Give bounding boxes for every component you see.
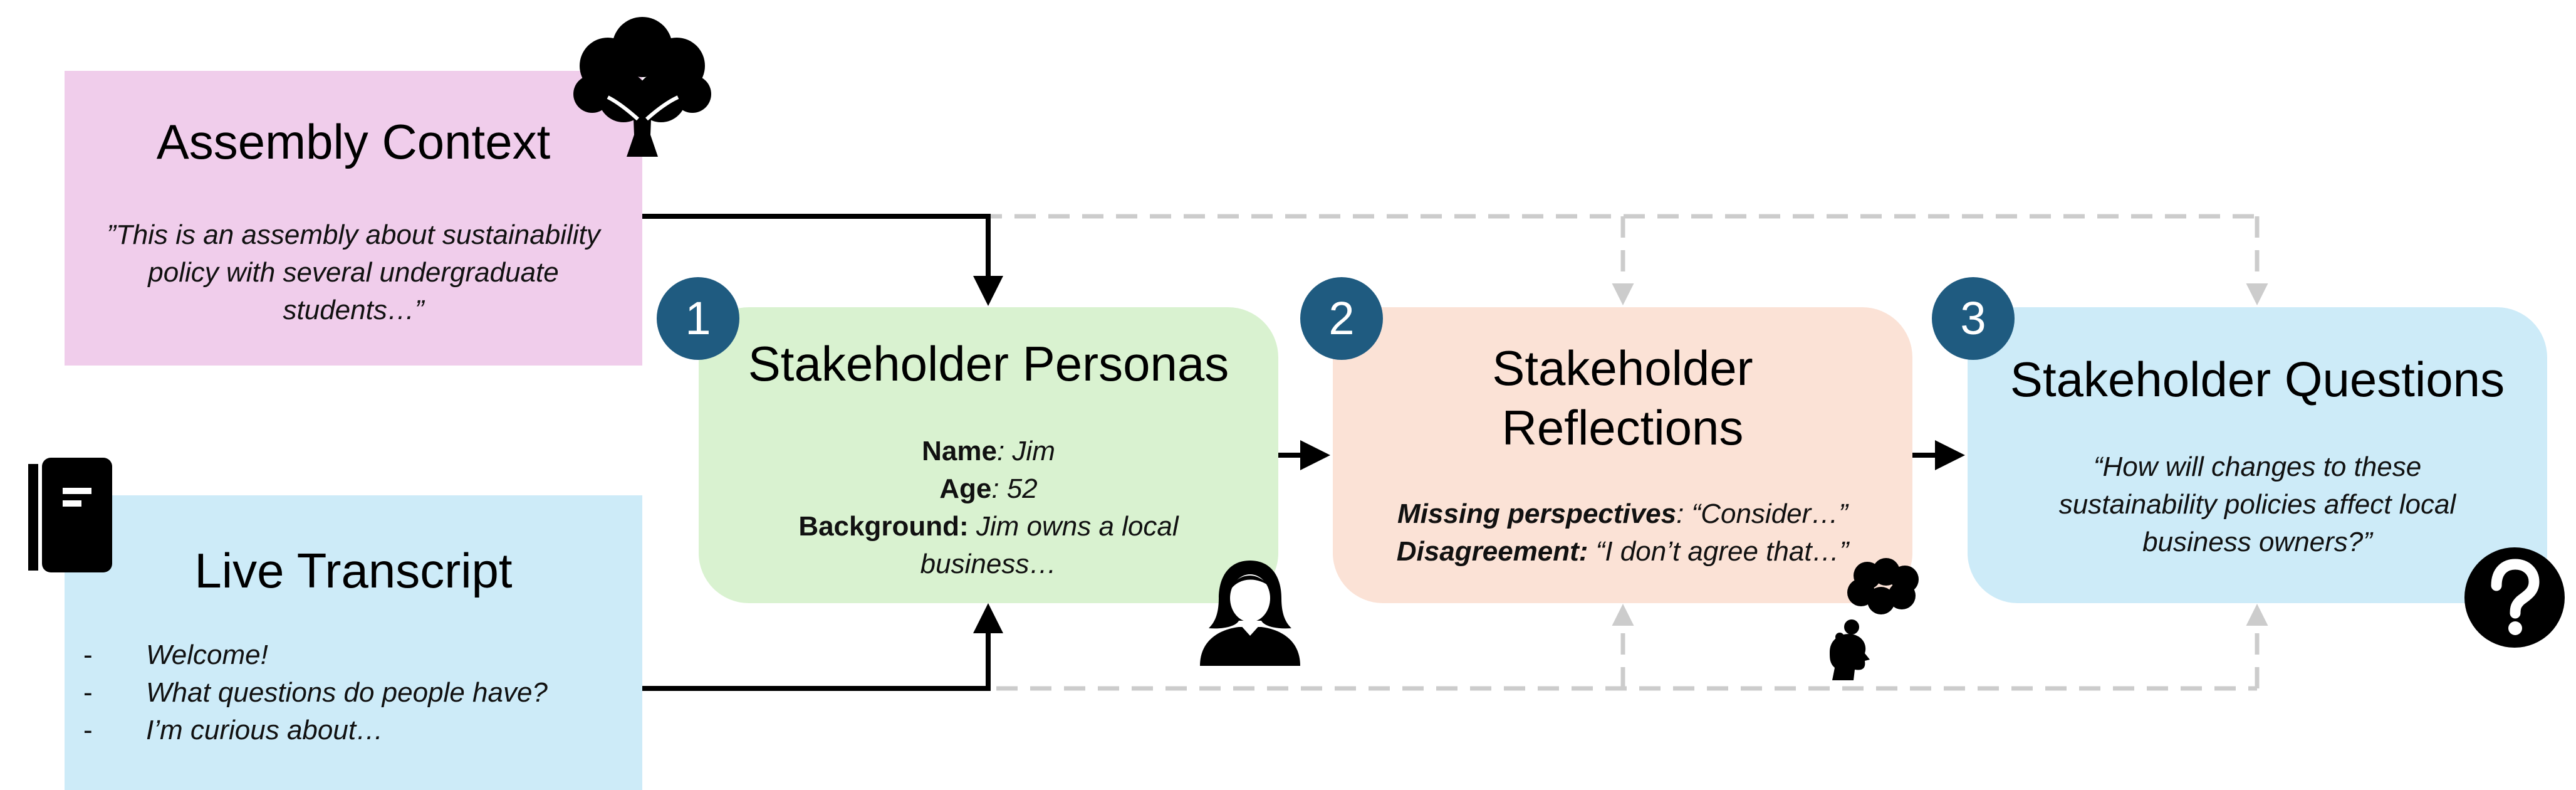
stakeholder-questions-title: Stakeholder Questions [2010,352,2505,407]
persona-age-label: Age [939,473,992,504]
stakeholder-personas-title: Stakeholder Personas [748,336,1229,391]
stakeholder-personas-box: Stakeholder Personas Name: Jim Age: 52 B… [699,307,1278,603]
stakeholder-reflections-title: Stakeholder Reflections [1333,339,1912,458]
arrow-transcript-to-personas [642,603,1003,691]
persona-background-value: Jim owns a local business… [920,511,1179,579]
persona-name-value: : Jim [996,436,1055,466]
assembly-context-title: Assembly Context [156,114,551,169]
question-mark-icon [2464,547,2565,648]
dashed-connectors [642,214,2268,691]
transcript-text: I’m curious about… [146,715,384,745]
step-badge-1: 1 [657,277,739,360]
tree-icon [573,17,711,157]
persona-background-label: Background: [798,511,969,542]
live-transcript-box: Live Transcript - Welcome! - What question… [65,495,642,790]
transcript-bullet: - [83,677,93,708]
person-icon [1200,561,1300,666]
persona-details: Name: Jim Age: 52 Background: Jim owns a… [699,433,1278,583]
stakeholder-reflections-box: Stakeholder Reflections Missing perspect… [1333,307,1912,603]
thinking-head-icon [1830,558,1919,680]
disagreement-label: Disagreement: [1396,536,1588,567]
assembly-context-box: Assembly Context ”This is an assembly ab… [65,71,642,366]
stakeholder-reflections-title-text: Stakeholder Reflections [1492,340,1753,455]
persona-name-label: Name [922,436,997,466]
transcript-item: - What questions do people have? [83,674,548,712]
live-transcript-title: Live Transcript [194,543,513,598]
transcript-text: Welcome! [146,640,268,670]
arrow-context-to-personas [642,214,1003,306]
step-badge-2: 2 [1300,277,1383,360]
assembly-context-quote: ”This is an assembly about sustainabilit… [107,219,600,325]
transcript-bullet: - [83,715,93,745]
transcript-item: - Welcome! [83,636,548,674]
solid-connectors [642,214,1965,691]
transcript-list: - Welcome! - What questions do people have… [83,636,548,749]
transcript-bullet: - [83,640,93,670]
transcript-text: What questions do people have? [146,677,548,708]
reflection-details: Missing perspectives: “Consider…” Disagr… [1333,495,1912,571]
disagreement-value: “I don’t agree that…” [1588,536,1849,567]
stakeholder-questions-box: Stakeholder Questions “How will changes … [1968,307,2547,603]
step-badge-3: 3 [1932,277,2015,360]
missing-perspectives-label: Missing perspectives [1397,498,1677,529]
missing-perspectives-value: : “Consider…” [1676,498,1848,529]
transcript-item: - I’m curious about… [83,712,548,749]
stakeholder-question-quote: “How will changes to these sustainabilit… [2058,451,2456,557]
notebook-icon [28,458,112,572]
persona-age-value: : 52 [991,473,1038,504]
